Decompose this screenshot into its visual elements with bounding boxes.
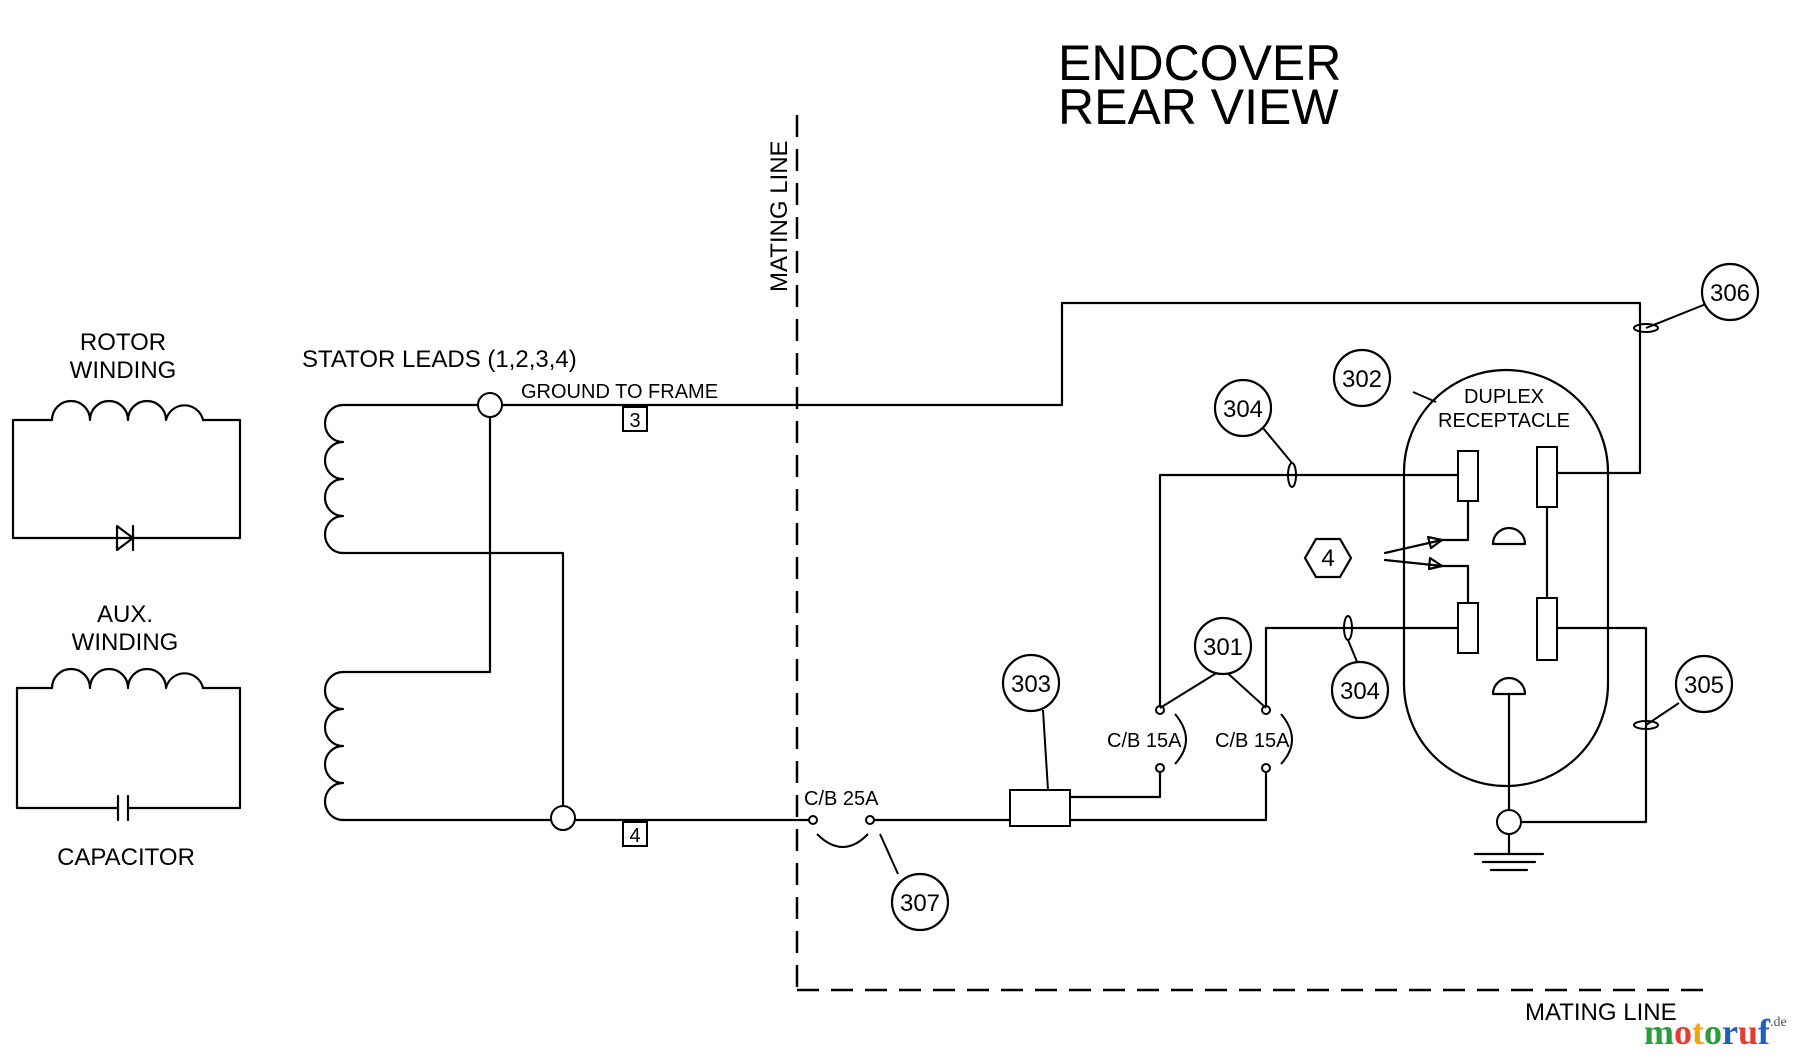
svg-text:304: 304 bbox=[1223, 396, 1263, 423]
hex-terminal-4-label: 4 bbox=[1321, 545, 1334, 572]
watermark-letter: m bbox=[1644, 1012, 1674, 1052]
mating-line-horizontal-label: MATING LINE bbox=[1525, 999, 1677, 1026]
watermark-logo: motoruf.de bbox=[1644, 1012, 1787, 1052]
capacitor-icon bbox=[116, 794, 130, 822]
hex-terminal-4: 4 bbox=[1303, 535, 1444, 579]
junction-ground-frame bbox=[477, 392, 503, 418]
callout-304-bottom: 304 bbox=[1330, 660, 1390, 720]
svg-text:303: 303 bbox=[1011, 671, 1051, 698]
breaker-15a-left: C/B 15A bbox=[1107, 473, 1460, 773]
stator-windings: STATOR LEADS (1,2,3,4) GROUND TO FRAME 3… bbox=[302, 301, 1642, 847]
rotor-winding-label-2: WINDING bbox=[70, 357, 177, 384]
lead-3-tag bbox=[622, 406, 648, 432]
stator-leads-label: STATOR LEADS (1,2,3,4) bbox=[302, 346, 577, 373]
breaker-15a-right: C/B 15A bbox=[1215, 626, 1460, 773]
watermark-letter: o bbox=[1704, 1012, 1722, 1052]
wire-marker-306 bbox=[1633, 323, 1659, 333]
svg-text:306: 306 bbox=[1710, 280, 1750, 307]
watermark-letter: o bbox=[1674, 1012, 1692, 1052]
lead-4-tag bbox=[622, 821, 648, 847]
watermark-letter: r bbox=[1722, 1012, 1738, 1052]
breaker-25a-label: C/B 25A bbox=[804, 788, 879, 810]
breaker-15a-right-label: C/B 15A bbox=[1215, 730, 1290, 752]
callout-301: 301 bbox=[1193, 616, 1253, 676]
mating-line-vertical-label: MATING LINE bbox=[766, 140, 793, 292]
callout-305: 305 bbox=[1674, 654, 1734, 714]
rotor-winding-label-1: ROTOR bbox=[80, 329, 166, 356]
svg-text:304: 304 bbox=[1340, 678, 1380, 705]
duplex-receptacle-label-1: DUPLEX bbox=[1464, 386, 1544, 408]
aux-winding-label-2: WINDING bbox=[72, 629, 179, 656]
capacitor-label: CAPACITOR bbox=[57, 844, 195, 871]
breaker-15a-left-label: C/B 15A bbox=[1107, 730, 1182, 752]
svg-text:302: 302 bbox=[1342, 366, 1382, 393]
diagram-title-line2: REAR VIEW bbox=[1058, 79, 1339, 135]
callout-307: 307 bbox=[890, 872, 950, 932]
svg-text:305: 305 bbox=[1684, 672, 1724, 699]
diagram-title-line1: ENDCOVER bbox=[1058, 35, 1341, 91]
aux-winding: AUX. WINDING CAPACITOR bbox=[15, 601, 242, 871]
svg-text:307: 307 bbox=[900, 890, 940, 917]
svg-text:301: 301 bbox=[1203, 634, 1243, 661]
watermark-letter: u bbox=[1738, 1012, 1758, 1052]
watermark-letter: t bbox=[1692, 1012, 1704, 1052]
breaker-25a: C/B 25A bbox=[804, 788, 1012, 848]
rotor-winding: ROTOR WINDING bbox=[11, 329, 242, 552]
watermark-letter: f bbox=[1758, 1012, 1771, 1052]
wire-marker-305 bbox=[1633, 720, 1659, 730]
callout-304-top: 304 bbox=[1213, 378, 1273, 438]
callout-306: 306 bbox=[1700, 262, 1760, 322]
duplex-receptacle: DUPLEX RECEPTACLE bbox=[1402, 368, 1648, 824]
diode-icon bbox=[115, 524, 135, 552]
ground-to-frame-label: GROUND TO FRAME bbox=[521, 381, 718, 403]
component-303-block bbox=[1009, 789, 1071, 827]
ground-icon bbox=[1473, 809, 1545, 872]
aux-winding-label-1: AUX. bbox=[97, 601, 153, 628]
duplex-receptacle-label-2: RECEPTACLE bbox=[1438, 410, 1570, 432]
lead-4-label: 4 bbox=[629, 825, 640, 847]
callout-302: 302 bbox=[1332, 348, 1392, 408]
lead-3-label: 3 bbox=[629, 410, 640, 432]
ground-pin-top bbox=[1491, 526, 1527, 546]
junction-lead-4 bbox=[550, 805, 576, 831]
callout-303: 303 bbox=[1001, 653, 1061, 713]
ground-pin-bottom bbox=[1491, 676, 1527, 696]
